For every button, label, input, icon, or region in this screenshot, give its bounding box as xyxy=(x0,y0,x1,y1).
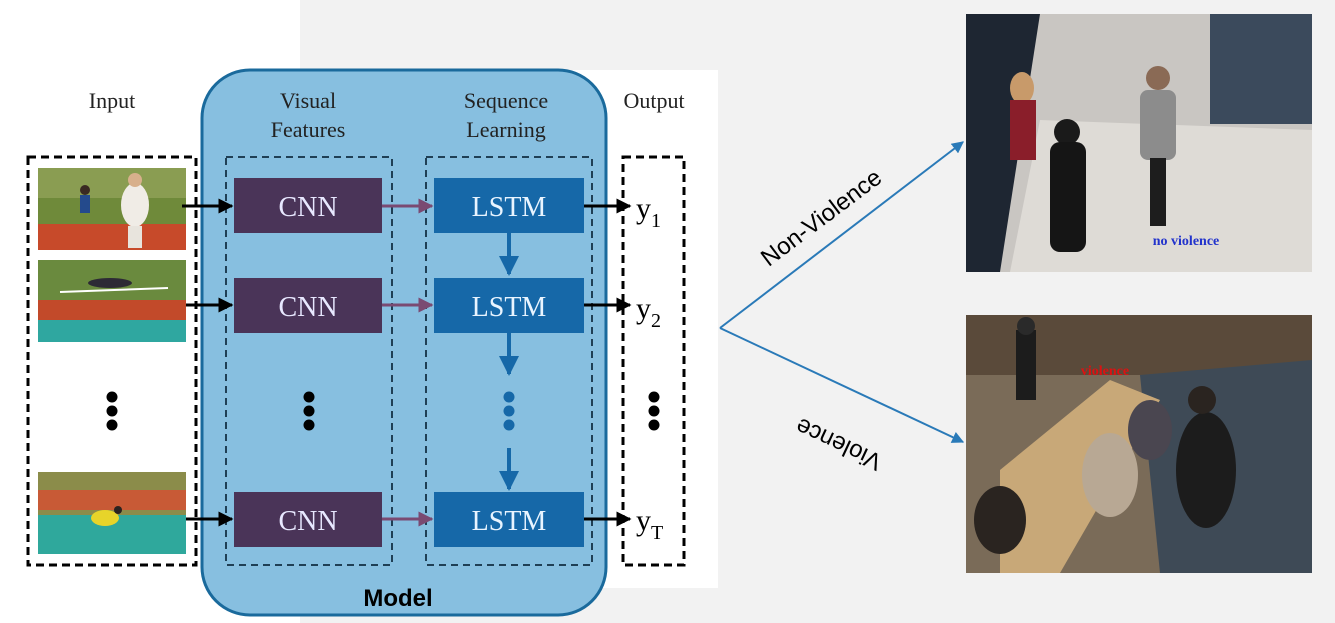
lstm-ellipsis xyxy=(503,391,515,431)
lstm-block-1 xyxy=(434,178,584,233)
output-ellipsis xyxy=(648,391,660,431)
lstm-block-T xyxy=(434,492,584,547)
cnn-block-T xyxy=(234,492,382,547)
lstm-label-T: LSTM xyxy=(472,506,547,537)
branch-label-non-violence: Non-Violence xyxy=(756,164,887,272)
branch-arrow-violence xyxy=(719,327,965,443)
branch-label-violence: Violence xyxy=(792,412,886,475)
output-y1: y1 xyxy=(636,192,661,232)
input-dashed-box xyxy=(26,155,198,567)
model-label: Model xyxy=(363,585,432,612)
lstm-label-1: LSTM xyxy=(472,192,547,223)
header-sequence-line2: Learning xyxy=(466,117,545,142)
lstm-block-2 xyxy=(434,278,584,333)
cnn-label-T: CNN xyxy=(278,506,337,537)
branch-arrow-non-violence xyxy=(719,141,964,329)
input-frame-2 xyxy=(38,260,186,342)
frame-violence: violence xyxy=(966,315,1312,573)
cnn-label-2: CNN xyxy=(278,292,337,323)
header-sequence-line1: Sequence xyxy=(464,88,548,113)
cnn-ellipsis xyxy=(303,391,315,431)
cnn-label-1: CNN xyxy=(278,192,337,223)
input-frame-3 xyxy=(38,472,186,554)
header-visual-line1: Visual xyxy=(280,88,336,113)
frame-non-violence: no violence xyxy=(966,14,1312,272)
cnn-block-2 xyxy=(234,278,382,333)
cnn-block-1 xyxy=(234,178,382,233)
lstm-label-2: LSTM xyxy=(472,292,547,323)
output-yT: yT xyxy=(636,504,663,544)
input-ellipsis xyxy=(106,391,118,431)
caption-no-violence: no violence xyxy=(1153,234,1220,249)
header-visual-line2: Features xyxy=(271,117,346,142)
caption-violence: violence xyxy=(1081,364,1129,379)
header-output: Output xyxy=(623,88,684,113)
input-frame-1 xyxy=(38,168,186,250)
header-input: Input xyxy=(89,88,135,113)
output-dashed-box xyxy=(621,155,686,567)
output-y2: y2 xyxy=(636,292,661,332)
